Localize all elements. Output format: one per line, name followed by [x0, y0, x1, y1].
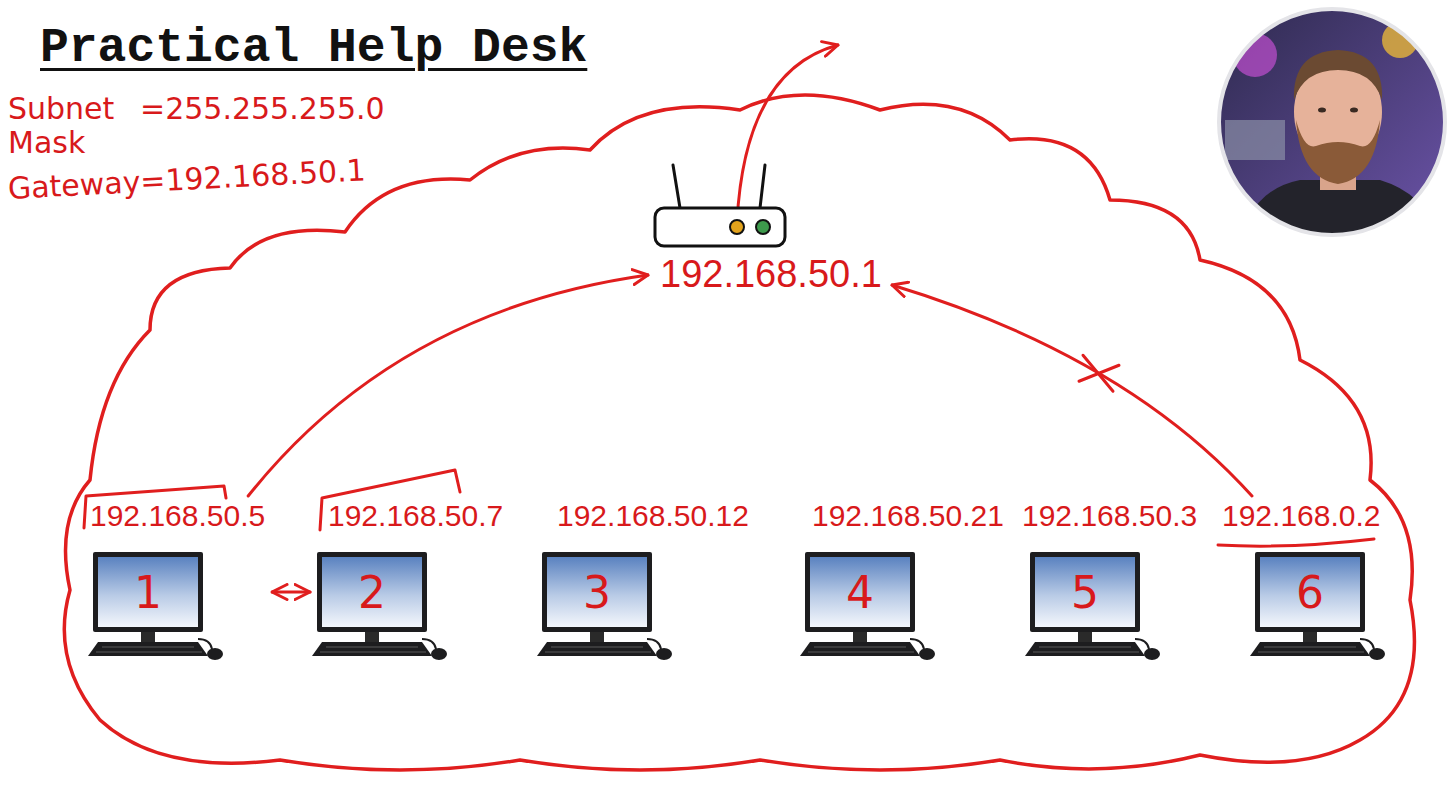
blocked-mark: [1079, 355, 1119, 391]
presenter-hair: [1294, 50, 1382, 100]
keyboard: [1025, 642, 1145, 656]
webcam-border: [1219, 9, 1445, 235]
monitor-screen: [810, 557, 910, 627]
monitor-frame: [317, 552, 427, 632]
connector-arrow: [892, 285, 1252, 496]
computer-node: 192.168.50.21 4: [800, 498, 1008, 662]
router-icon-holder: [650, 160, 790, 250]
monitor-frame: [1030, 552, 1140, 632]
mouse-cord: [647, 639, 661, 649]
ip-address: 192.168.50.5: [90, 498, 265, 534]
keyboard-keys: [545, 647, 651, 652]
router-antenna: [673, 165, 680, 208]
mouse-cord: [910, 639, 924, 649]
ip-address: 192.168.50.12: [557, 498, 749, 534]
keyboard-keys: [808, 647, 914, 652]
computer-node: 192.168.50.7 2: [312, 498, 508, 662]
computer-number: 5: [1035, 557, 1135, 627]
monitor-stand: [1303, 632, 1317, 642]
monitor-stand: [141, 632, 155, 642]
monitor-frame: [93, 552, 203, 632]
webcam-scene: [1225, 22, 1440, 245]
computer-node: 192.168.50.3 5: [1022, 498, 1202, 662]
ip-address: 192.168.0.2: [1222, 498, 1380, 534]
router-icon: [650, 160, 790, 250]
keyboard: [88, 642, 208, 656]
ip-address: 192.168.50.3: [1022, 498, 1197, 534]
handwritten-note: Gateway=192.168.50.1: [7, 153, 366, 206]
keyboard-keys: [320, 647, 426, 652]
keyboard: [1250, 642, 1370, 656]
computer-node: 192.168.0.2 6: [1222, 498, 1394, 662]
computer-number: 4: [810, 557, 910, 627]
handwritten-note: =255.255.255.0: [140, 92, 385, 126]
webcam-presenter: [1219, 9, 1445, 245]
connector-arrow: [248, 275, 648, 496]
computer-node: 192.168.50.5 1: [88, 498, 270, 662]
computer-number: 3: [547, 557, 647, 627]
mouse-cord: [1135, 639, 1149, 649]
keyboard: [537, 642, 657, 656]
keyboard-keys: [1033, 647, 1139, 652]
keyboard: [312, 642, 432, 656]
mouse: [656, 648, 672, 660]
ip-address: 192.168.50.21: [812, 498, 1004, 534]
computer-number: 6: [1260, 557, 1360, 627]
connector-arrow: [272, 591, 310, 594]
router-antenna: [760, 165, 765, 208]
mouse-cord: [422, 639, 436, 649]
presenter-eye: [1350, 108, 1358, 113]
ip-address: 192.168.50.7: [328, 498, 503, 534]
mouse-cord: [198, 639, 212, 649]
keyboard-keys: [96, 647, 202, 652]
computer-number: 2: [322, 557, 422, 627]
monitor-frame: [805, 552, 915, 632]
presenter-eye: [1318, 108, 1326, 113]
monitor-stand: [590, 632, 604, 642]
mouse: [919, 648, 935, 660]
shelf: [1225, 120, 1285, 160]
keyboard: [800, 642, 920, 656]
monitor-frame: [1255, 552, 1365, 632]
router-body: [655, 208, 785, 246]
monitor-screen: [547, 557, 647, 627]
router-node: 192.168.50.1: [650, 160, 890, 300]
mouse: [1369, 648, 1385, 660]
mouse-cord: [1360, 639, 1374, 649]
monitor-frame: [542, 552, 652, 632]
ip-address: 192.168.50.1: [660, 252, 882, 296]
computer-node: 192.168.50.12 3: [537, 498, 753, 662]
mouse: [207, 648, 223, 660]
monitor-stand: [365, 632, 379, 642]
page-title: Practical Help Desk: [40, 24, 587, 72]
monitor-screen: [1035, 557, 1135, 627]
highlight-underline: [1218, 539, 1374, 546]
handwritten-note: Subnet Mask: [8, 92, 128, 160]
presenter-beard: [1296, 120, 1380, 184]
computer-number: 1: [98, 557, 198, 627]
keyboard-keys: [1258, 647, 1364, 652]
status-light: [730, 220, 744, 234]
internet-uplink-arrow: [737, 45, 838, 222]
monitor-screen: [98, 557, 198, 627]
mouse: [1144, 648, 1160, 660]
monitor-stand: [853, 632, 867, 642]
monitor-stand: [1078, 632, 1092, 642]
monitor-screen: [322, 557, 422, 627]
monitor-screen: [1260, 557, 1360, 627]
status-light: [756, 220, 770, 234]
mouse: [431, 648, 447, 660]
